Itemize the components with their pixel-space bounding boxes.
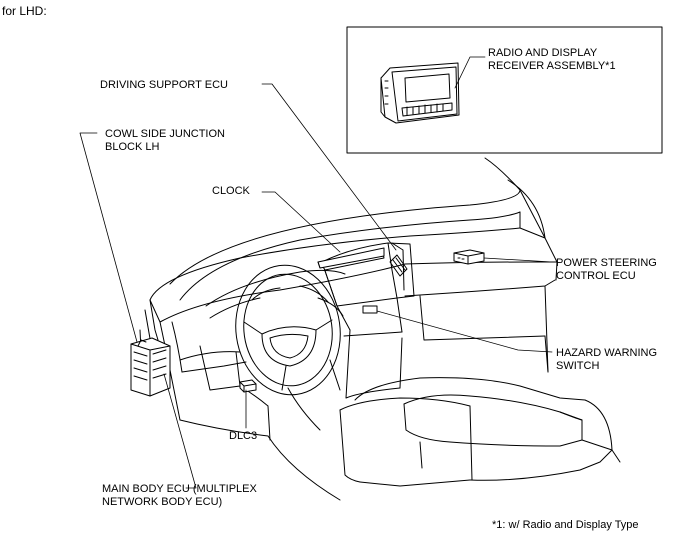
driving-support-ecu-label: DRIVING SUPPORT ECU: [100, 79, 228, 91]
inset-frame: [346, 26, 663, 154]
radio-display-label-line1: RADIO AND DISPLAY: [488, 47, 598, 59]
cowl-side-label-line1: COWL SIDE JUNCTION: [105, 128, 225, 140]
steering-wheel: [235, 264, 341, 396]
cowl-side-label-line2: BLOCK LH: [105, 141, 160, 153]
cowl-side-junction-label: COWL SIDE JUNCTION BLOCK LH: [105, 128, 225, 154]
hazard-label-line1: HAZARD WARNING: [556, 347, 658, 359]
leader-driving-support: [261, 83, 397, 251]
cowl-junction-block: [130, 337, 171, 397]
hazard-label-line2: SWITCH: [556, 360, 600, 372]
windshield: [169, 157, 558, 301]
power-steering-ecu: [453, 249, 485, 265]
hazard-switch: [362, 305, 378, 314]
meter-hood: [205, 269, 346, 319]
dashboard-top: [149, 227, 558, 373]
right-dash-end: [519, 211, 558, 281]
dlc3-connector: [239, 379, 257, 393]
radio-display-unit: [380, 62, 460, 124]
leader-power-steering: [483, 257, 553, 263]
vent-right: [389, 254, 408, 277]
floor: [267, 387, 621, 501]
power-steering-label-line2: CONTROL ECU: [556, 270, 636, 282]
main-body-label-line2: NETWORK BODY ECU): [102, 496, 223, 508]
radio-display-label-line2: RECEIVER ASSEMBLY*1: [488, 60, 616, 72]
lower-dash: [159, 297, 403, 441]
leader-clock: [261, 191, 341, 253]
power-steering-label-line1: POWER STEERING: [556, 257, 657, 269]
main-body-ecu-label: MAIN BODY ECU (MULTIPLEX NETWORK BODY EC…: [102, 483, 257, 509]
leader-hazard: [376, 310, 553, 353]
power-steering-label: POWER STEERING CONTROL ECU: [556, 257, 657, 283]
leader-radio: [454, 56, 486, 89]
clock-label: CLOCK: [212, 185, 250, 197]
page-header: for LHD:: [2, 4, 47, 18]
dlc3-label: DLC3: [229, 430, 258, 442]
leader-main-body: [163, 373, 197, 489]
leader-cowl: [79, 132, 138, 343]
clock-unit: [317, 247, 385, 269]
center-console: [339, 377, 613, 487]
radio-display-label: RADIO AND DISPLAY RECEIVER ASSEMBLY*1: [488, 47, 616, 73]
footnote: *1: w/ Radio and Display Type: [492, 519, 639, 531]
hazard-warning-label: HAZARD WARNING SWITCH: [556, 347, 657, 373]
main-body-label-line1: MAIN BODY ECU (MULTIPLEX: [102, 483, 257, 495]
leader-lines: [79, 56, 553, 489]
